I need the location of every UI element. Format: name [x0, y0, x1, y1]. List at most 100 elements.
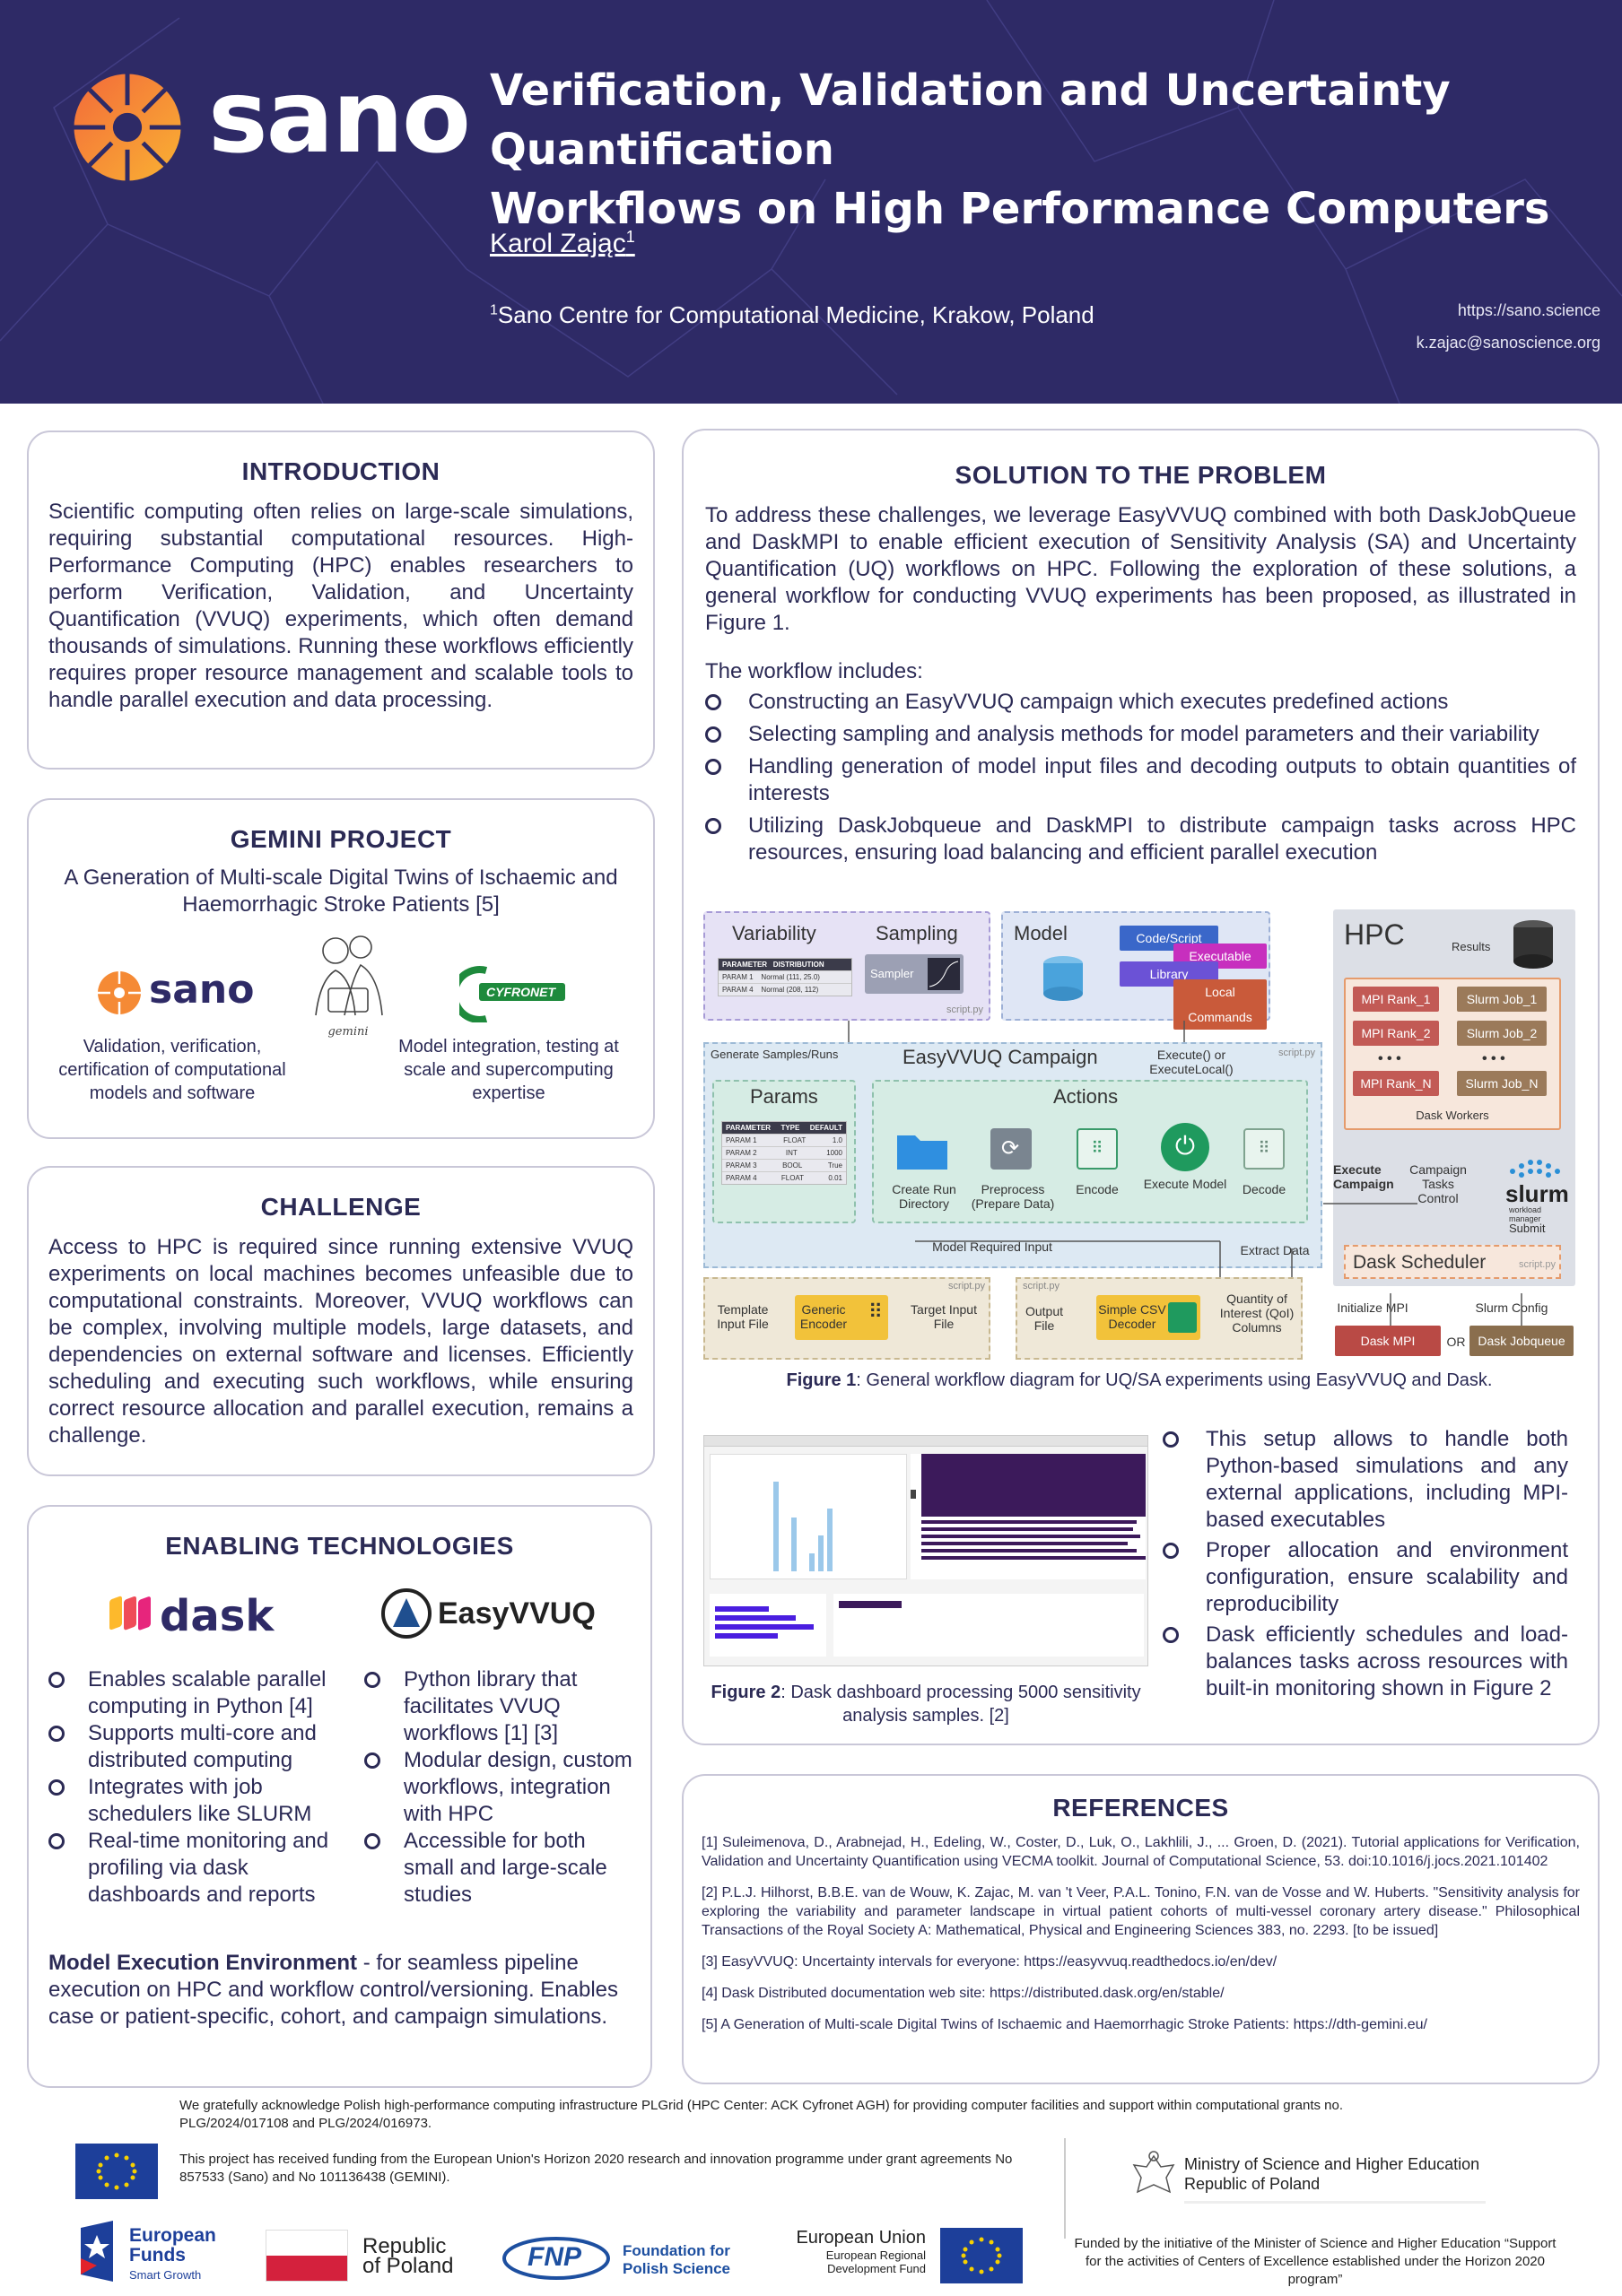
progress-bars-icon: [715, 1606, 814, 1639]
generate-samples-label: Generate Samples/Runs: [711, 1048, 839, 1061]
execute-campaign-text: Execute Campaign: [1333, 1162, 1394, 1191]
executable-chip: Executable: [1173, 944, 1267, 969]
preprocess-label: Preprocess (Prepare Data): [971, 1182, 1055, 1211]
pt-cell: BOOL: [782, 1161, 803, 1170]
eu-stars-icon: [96, 2152, 137, 2190]
slurm-config-label: Slurm Config: [1475, 1300, 1548, 1315]
script-tag: script.py: [1278, 1048, 1315, 1058]
script-tag: script.py: [948, 1281, 985, 1292]
setup-benefit-item: This setup allows to handle both Python-…: [1163, 1426, 1568, 1534]
dask-logo-text: dask: [160, 1591, 275, 1641]
pt-cell: 0.01: [828, 1174, 842, 1182]
fnp-line: Polish Science: [623, 2260, 730, 2277]
easyvvuq-logo-icon: [381, 1588, 432, 1639]
references-panel: REFERENCES [1] Suleimenova, D., Arabneja…: [682, 1774, 1600, 2084]
reference-item: [4] Dask Distributed documentation web s…: [702, 1986, 1225, 2001]
campaign-tasks-label: Campaign Tasks Control: [1409, 1162, 1467, 1205]
dask-jobqueue-chip[interactable]: Dask Jobqueue: [1469, 1326, 1574, 1356]
eu-regional-line: European Regional: [825, 2248, 926, 2262]
easyvvuq-logo-text: EasyVVUQ: [438, 1596, 596, 1631]
ministry-underline: [1184, 2201, 1486, 2204]
script-tag: script.py: [946, 1004, 983, 1015]
preprocess-icon: ⟳: [990, 1128, 1032, 1170]
eu-regional-line: European Union: [796, 2228, 926, 2248]
introduction-panel: INTRODUCTION Scientific computing often …: [27, 430, 655, 770]
encode-icon: ⠿: [1077, 1128, 1118, 1170]
figure-2-caption: Figure 2: Dask dashboard processing 5000…: [703, 1681, 1148, 1727]
introduction-heading: INTRODUCTION: [241, 457, 440, 485]
params-label: Params: [750, 1085, 818, 1108]
author-text: Karol Zając: [490, 229, 626, 258]
figure-2-caption-text: : Dask dashboard processing 5000 sensiti…: [780, 1683, 1141, 1726]
workflow-list: Constructing an EasyVVUQ campaign which …: [705, 689, 1576, 866]
introduction-text: Scientific computing often relies on lar…: [48, 500, 633, 712]
sampler-curve-icon: [928, 958, 960, 990]
decode-label: Decode: [1242, 1182, 1286, 1196]
title-line-2: Workflows on High Performance Computers: [490, 184, 1550, 234]
dask-logo-icon: [109, 1596, 151, 1631]
sampling-label: Sampling: [876, 922, 958, 944]
decode-icon: ⠿: [1243, 1128, 1285, 1170]
eu-funds-line: Smart Growth: [129, 2268, 202, 2282]
or-label: OR: [1446, 1335, 1466, 1349]
dask-workers-label: Dask Workers: [1416, 1109, 1489, 1122]
eu-flag-icon: [75, 2144, 158, 2199]
csv-decoder-box: Simple CSV Decoder: [1096, 1295, 1200, 1340]
figure-1-caption-text: : General workflow diagram for UQ/SA exp…: [856, 1370, 1493, 1390]
actions-label: Actions: [1053, 1085, 1119, 1108]
dashboard-histogram-panel: [710, 1454, 907, 1579]
setup-benefit-item: Dask efficiently schedules and load-bala…: [1163, 1622, 1568, 1702]
pt-cell: INT: [785, 1149, 798, 1157]
dask-feature-item: Integrates with job schedulers like SLUR…: [48, 1774, 353, 1828]
eu-flag-2-icon: [940, 2228, 1023, 2283]
dask-mpi-chip[interactable]: Dask MPI: [1335, 1326, 1441, 1356]
hpc-label: HPC: [1344, 918, 1405, 951]
easyvvuq-feature-item: Accessible for both small and large-scal…: [364, 1828, 633, 1909]
title-line-1: Verification, Validation and Uncertainty…: [490, 65, 1451, 175]
sano-small-logo-text: sano: [149, 967, 255, 1013]
dask-feature-list: Enables scalable parallel computing in P…: [48, 1666, 353, 1909]
results-database-icon: [1513, 920, 1553, 969]
setup-benefit-item: Proper allocation and environment config…: [1163, 1537, 1568, 1618]
fnp-logo-icon: [502, 2237, 610, 2280]
sampler-label: Sampler: [870, 967, 914, 980]
generic-encoder-box: Generic Encoder ⠿: [795, 1295, 888, 1340]
website-link[interactable]: https://sano.science: [1457, 301, 1600, 319]
rp-line: of Poland: [362, 2254, 454, 2278]
sano-small-sun-icon: [98, 971, 141, 1014]
pt-cell: PARAM 2: [726, 1149, 757, 1157]
setup-benefits-list: This setup allows to handle both Python-…: [1163, 1426, 1568, 1706]
gemini-right-caption: Model integration, testing at scale and …: [398, 1037, 619, 1103]
pt-header: DEFAULT: [809, 1124, 842, 1132]
code-script-chip: Code/Script: [1120, 926, 1218, 951]
affiliation: 1Sano Centre for Computational Medicine,…: [490, 301, 1094, 329]
sano-sun-logo-icon: [74, 74, 181, 181]
funded-initiative-text: Funded by the initiative of the Minister…: [1074, 2236, 1557, 2287]
network-background: [0, 0, 1622, 404]
target-input-label: Target Input File: [911, 1302, 977, 1331]
dashboard-workers-panel: [833, 1594, 1144, 1657]
vt-header: PARAMETER: [722, 961, 768, 969]
sano-small-logo: sano: [97, 967, 303, 1021]
dashboard-task-stream: [911, 1454, 1146, 1579]
slurm-subtitle: workload manager: [1509, 1205, 1542, 1223]
gemini-logo-text: gemini: [327, 1025, 368, 1039]
dask-feature-item: Supports multi-core and distributed comp…: [48, 1720, 353, 1774]
eu-funds-logo: [75, 2219, 120, 2285]
encoder-box: Template Input File Generic Encoder ⠿ Ta…: [703, 1277, 990, 1360]
email-link[interactable]: k.zajac@sanoscience.org: [1416, 334, 1600, 352]
template-input-label: Template Input File: [717, 1302, 769, 1331]
submit-label: Submit: [1509, 1222, 1546, 1235]
hpc-box: HPC Results MPI Rank_1 Slurm Job_1 MPI R…: [1333, 909, 1575, 1286]
easyvvuq-feature-item: Modular design, custom workflows, integr…: [364, 1747, 633, 1828]
author-name[interactable]: Karol Zając1: [490, 228, 635, 259]
dask-feature-item: Enables scalable parallel computing in P…: [48, 1666, 353, 1720]
pt-cell: True: [827, 1161, 842, 1170]
encode-label: Encode: [1076, 1182, 1119, 1196]
local-commands-chip: Local Commands: [1173, 979, 1267, 1030]
sampler-box: Sampler: [865, 954, 964, 994]
